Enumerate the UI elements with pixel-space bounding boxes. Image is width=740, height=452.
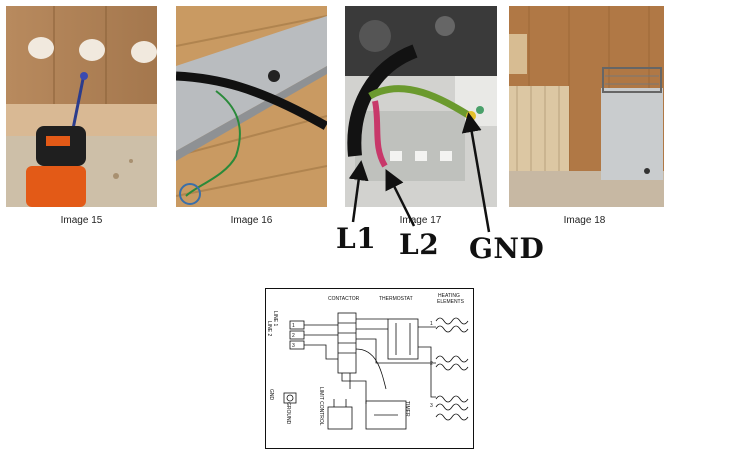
image-16-photo [176, 6, 327, 207]
image-15-caption: Image 15 [60, 215, 103, 226]
heating-label-line1: HEATING [438, 293, 460, 299]
l2-label: L2 [399, 228, 440, 261]
image-16-caption: Image 16 [230, 215, 273, 226]
thermostat-label: THERMOSTAT [379, 296, 413, 302]
terminal-1: 1 [292, 323, 295, 329]
element-3-number: 3 [430, 403, 433, 409]
contactor-label: CONTACTOR [328, 296, 360, 302]
image-18-photo [509, 6, 664, 207]
schematic-lines [283, 312, 469, 430]
wiring-schematic: CONTACTOR THERMOSTAT HEATING ELEMENTS LI… [265, 288, 474, 449]
terminal-2: 2 [292, 333, 295, 339]
gnd-label: GND [469, 232, 545, 265]
element-2-number: 2 [430, 361, 433, 367]
image-15-photo [6, 6, 157, 207]
image-18-caption: Image 18 [563, 215, 606, 226]
element-1-number: 1 [430, 321, 433, 327]
terminal-3: 3 [292, 343, 295, 349]
image-17-caption: Image 17 [399, 215, 442, 226]
heating-label-line2: ELEMENTS [437, 299, 464, 305]
image-17-photo [345, 6, 497, 207]
l1-label: L1 [336, 222, 377, 255]
